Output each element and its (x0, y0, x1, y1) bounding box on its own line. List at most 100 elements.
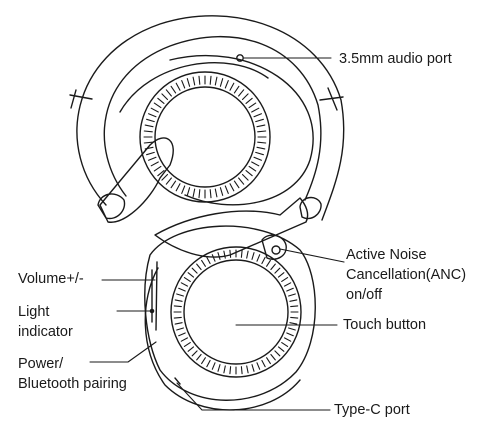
vent-tick (219, 78, 224, 87)
anc-label-line3: on/off (346, 287, 383, 303)
vent-tick (201, 357, 206, 365)
vent-tick (176, 327, 184, 331)
vent-tick (148, 156, 157, 161)
lower-vent-ring (173, 249, 299, 375)
vent-tick (253, 156, 262, 161)
vent-tick (181, 80, 186, 89)
vent-tick (161, 93, 169, 101)
vent-tick (153, 102, 162, 109)
vent-tick (256, 124, 266, 128)
vent-tick (238, 177, 245, 185)
vent-tick (251, 252, 255, 260)
vent-tick (270, 263, 276, 271)
vent-tick (253, 113, 262, 118)
vent-tick (198, 189, 201, 199)
vent-tick (283, 337, 292, 342)
vent-tick (274, 267, 281, 274)
vent-tick (241, 173, 249, 181)
vent-tick (209, 75, 212, 85)
vent-tick (266, 357, 271, 365)
vent-tick (217, 364, 221, 372)
audio-port-jack (236, 54, 244, 62)
vent-tick (186, 78, 191, 87)
side-controls (151, 261, 158, 331)
vent-tick (173, 305, 182, 308)
vent-tick (281, 342, 289, 347)
audio-port-label: 3.5mm audio port (339, 51, 452, 67)
vent-tick (165, 177, 172, 185)
vent-tick (180, 337, 189, 342)
vent-tick (183, 277, 191, 282)
vent-tick (174, 299, 183, 302)
vent-tick (240, 249, 243, 258)
volume-label: Volume+/- (18, 271, 84, 287)
vent-tick (175, 82, 181, 91)
vent-tick (277, 346, 285, 352)
vent-tick (223, 250, 226, 259)
vent-tick (165, 89, 172, 97)
vent-tick (178, 332, 186, 337)
headband-outer (76, 15, 345, 221)
vent-tick (224, 80, 229, 89)
vent-tick (233, 180, 240, 189)
vent-tick (270, 353, 276, 361)
upper-earcup (99, 54, 314, 223)
vent-tick (286, 287, 294, 292)
vent-tick (245, 170, 253, 177)
vent-tick (187, 272, 195, 278)
vent-tick (255, 118, 264, 123)
vent-tick (206, 256, 211, 265)
vent-tick (217, 252, 221, 260)
vent-tick (173, 316, 182, 319)
vent-tick (214, 76, 218, 86)
vent-tick (211, 254, 216, 262)
vent-tick (143, 141, 153, 144)
vent-tick (251, 161, 260, 167)
vent-tick (196, 353, 202, 361)
vent-tick (170, 85, 177, 94)
vent-tick (281, 277, 289, 282)
vent-tick (191, 267, 198, 274)
headband-joint-right (319, 87, 344, 111)
vent-tick (187, 346, 195, 352)
vent-tick (157, 97, 165, 104)
vent-tick (148, 113, 157, 118)
vent-tick (192, 188, 196, 198)
upper-vent-ring (143, 75, 267, 199)
headband-inner (103, 35, 322, 201)
leader-type-c (176, 382, 331, 411)
vent-tick (150, 107, 159, 113)
vent-tick (157, 170, 165, 177)
vent-tick (180, 282, 189, 287)
upper-yoke (99, 137, 174, 223)
vent-tick (229, 249, 232, 258)
vent-tick (274, 350, 281, 357)
vent-tick (186, 187, 191, 196)
vent-tick (183, 342, 191, 347)
vent-tick (229, 183, 235, 192)
vent-tick (248, 102, 257, 109)
vent-tick (146, 151, 155, 156)
vent-tick (143, 130, 153, 133)
vent-tick (289, 322, 298, 325)
vent-tick (283, 282, 292, 287)
vent-tick (201, 259, 206, 267)
vent-tick (219, 187, 224, 196)
leader-power (89, 341, 157, 363)
vent-tick (233, 85, 240, 94)
vent-tick (261, 359, 266, 368)
vent-tick (288, 293, 296, 297)
vent-tick (246, 365, 249, 374)
vent-tick (241, 93, 249, 101)
vent-tick (266, 259, 271, 267)
vent-tick (290, 316, 299, 319)
vent-tick (251, 107, 260, 113)
vent-tick (161, 173, 169, 181)
headband-end-left (97, 193, 126, 220)
vent-tick (146, 118, 155, 123)
power-label-line2: Bluetooth pairing (18, 376, 127, 392)
vent-tick (206, 359, 211, 368)
vent-tick (257, 130, 267, 133)
vent-tick (191, 350, 198, 357)
